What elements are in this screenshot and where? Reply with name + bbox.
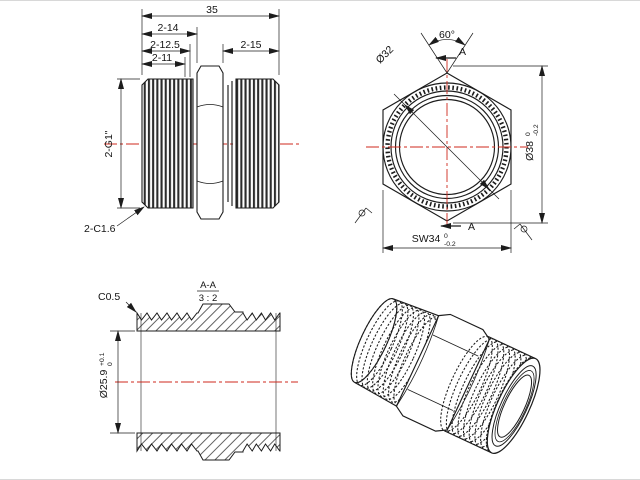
dim-bore-tol-upper: +0.1	[99, 352, 106, 366]
dim-length-d: 2-15	[240, 39, 261, 51]
section-label-top: A	[459, 46, 466, 58]
left-thread-section	[141, 78, 194, 209]
angle-dimension	[420, 32, 474, 74]
surface-finish-symbol	[354, 207, 373, 224]
dim-across-corners-tol-upper: 0	[525, 132, 532, 136]
chamfer-leader	[125, 301, 137, 313]
dim-thread-designation: 2-G1"	[103, 130, 115, 157]
dim-length-c: 2-11	[152, 52, 172, 64]
dim-across-flats-tol-upper: 0	[444, 233, 448, 240]
dim-bore-tol-lower: 0	[107, 362, 114, 366]
hex-front-view: 60° A A Ø32 Ø38 0 -0.2	[354, 29, 548, 253]
bore-dimension	[110, 330, 135, 434]
dim-length-a: 2-14	[157, 22, 178, 34]
dim-length-b: 2-12.5	[150, 39, 180, 51]
dim-across-corners-tol-lower: -0.2	[533, 124, 540, 136]
thread-od-dimension	[393, 93, 500, 200]
section-label-bottom: A	[468, 221, 475, 233]
dim-across-corners: Ø38	[524, 141, 536, 161]
dim-overall-length: 35	[206, 4, 218, 16]
hex-body-profile	[196, 65, 224, 220]
hex-facet-lines	[196, 104, 224, 184]
section-title: A-A	[200, 280, 217, 291]
dimension-lines	[116, 13, 280, 227]
isometric-view	[350, 298, 541, 454]
across-corners-dimension	[453, 65, 548, 224]
section-geometry	[136, 303, 281, 461]
dim-across-flats: SW34	[412, 233, 441, 245]
side-view-orthographic: 35 2-14 2-12.5 2-11 2-15 2-G1" 2-C1.6	[84, 4, 299, 235]
section-view-aa: A-A 3 : 2 Ø25.9 +0.1 0 C0.5	[98, 280, 298, 461]
dim-bore: Ø25.9	[98, 370, 110, 399]
section-scale: 3 : 2	[199, 293, 218, 304]
dim-across-flats-tol-lower: -0.2	[444, 241, 456, 248]
right-thread-section	[235, 78, 280, 209]
across-flats-dimension	[382, 190, 512, 253]
dim-thread-od: Ø32	[374, 44, 397, 67]
surface-finish-symbol	[513, 223, 533, 241]
dim-chamfer-angle: 60°	[439, 29, 455, 41]
chamfer-callout: C0.5	[98, 291, 120, 303]
chamfer-callout: 2-C1.6	[84, 223, 116, 235]
